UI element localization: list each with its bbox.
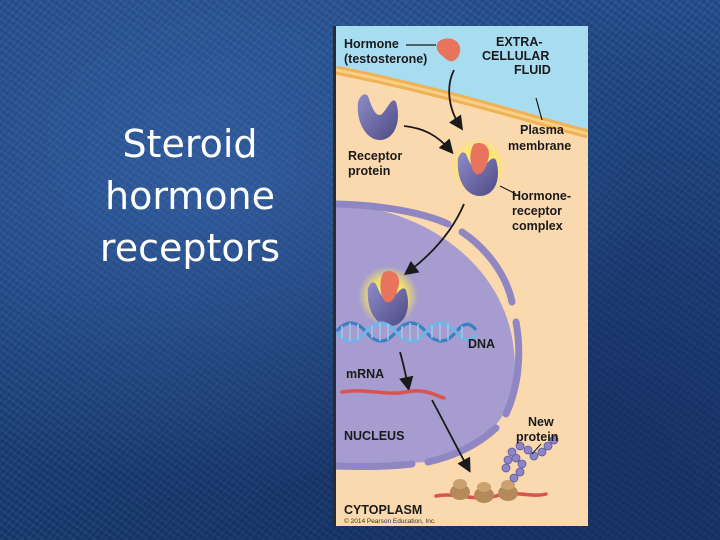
label-extracellular-2: CELLULAR — [482, 49, 549, 63]
arrow-mrna-export — [431, 399, 471, 473]
label-extracellular-3: FLUID — [514, 63, 551, 77]
label-new-protein-2: protein — [516, 430, 558, 444]
arrow-transcription — [399, 351, 414, 392]
label-dna: DNA — [468, 337, 495, 351]
hormone-receptor-complex-nucleus — [358, 266, 418, 326]
label-receptor-2: protein — [348, 164, 390, 178]
label-mrna: mRNA — [346, 367, 384, 381]
label-complex-1: Hormone- — [512, 189, 571, 203]
title-line-3: receptors — [99, 226, 281, 270]
ribosomes — [450, 479, 518, 503]
figure-svg: Hormone (testosterone) EXTRA- CELLULAR F… — [336, 26, 588, 525]
new-protein-chain — [501, 435, 559, 483]
label-nucleus: NUCLEUS — [344, 429, 404, 443]
hormone-molecule — [436, 38, 461, 62]
label-hormone-2: (testosterone) — [344, 52, 427, 66]
extracellular-fluid — [336, 26, 588, 134]
slide-title: Steroid hormone receptors — [95, 118, 285, 274]
arrow-receptor-binding — [403, 125, 454, 155]
hormone-receptor-complex-cytoplasm — [450, 138, 506, 196]
label-plasma-1: Plasma — [520, 123, 565, 137]
arrow-complex-to-nucleus — [403, 203, 465, 276]
label-hormone-1: Hormone — [344, 37, 399, 51]
receptor-protein — [357, 94, 399, 140]
nuclear-envelope — [336, 200, 452, 228]
label-extracellular-1: EXTRA- — [496, 35, 543, 49]
label-complex-2: receptor — [512, 204, 562, 218]
label-new-protein-1: New — [528, 415, 554, 429]
copyright-notice: © 2014 Pearson Education, Inc. — [344, 517, 436, 525]
label-receptor-1: Receptor — [348, 149, 402, 163]
label-cytoplasm: CYTOPLASM — [344, 503, 422, 517]
arrow-hormone-entry — [448, 69, 463, 131]
title-line-1: Steroid — [122, 122, 258, 166]
steroid-receptor-figure: Hormone (testosterone) EXTRA- CELLULAR F… — [333, 26, 588, 526]
title-line-2: hormone — [104, 174, 276, 218]
dna-helix — [336, 321, 478, 343]
label-plasma-2: membrane — [508, 139, 571, 153]
mrna-strand-nucleus — [340, 389, 446, 400]
label-complex-3: complex — [512, 219, 563, 233]
